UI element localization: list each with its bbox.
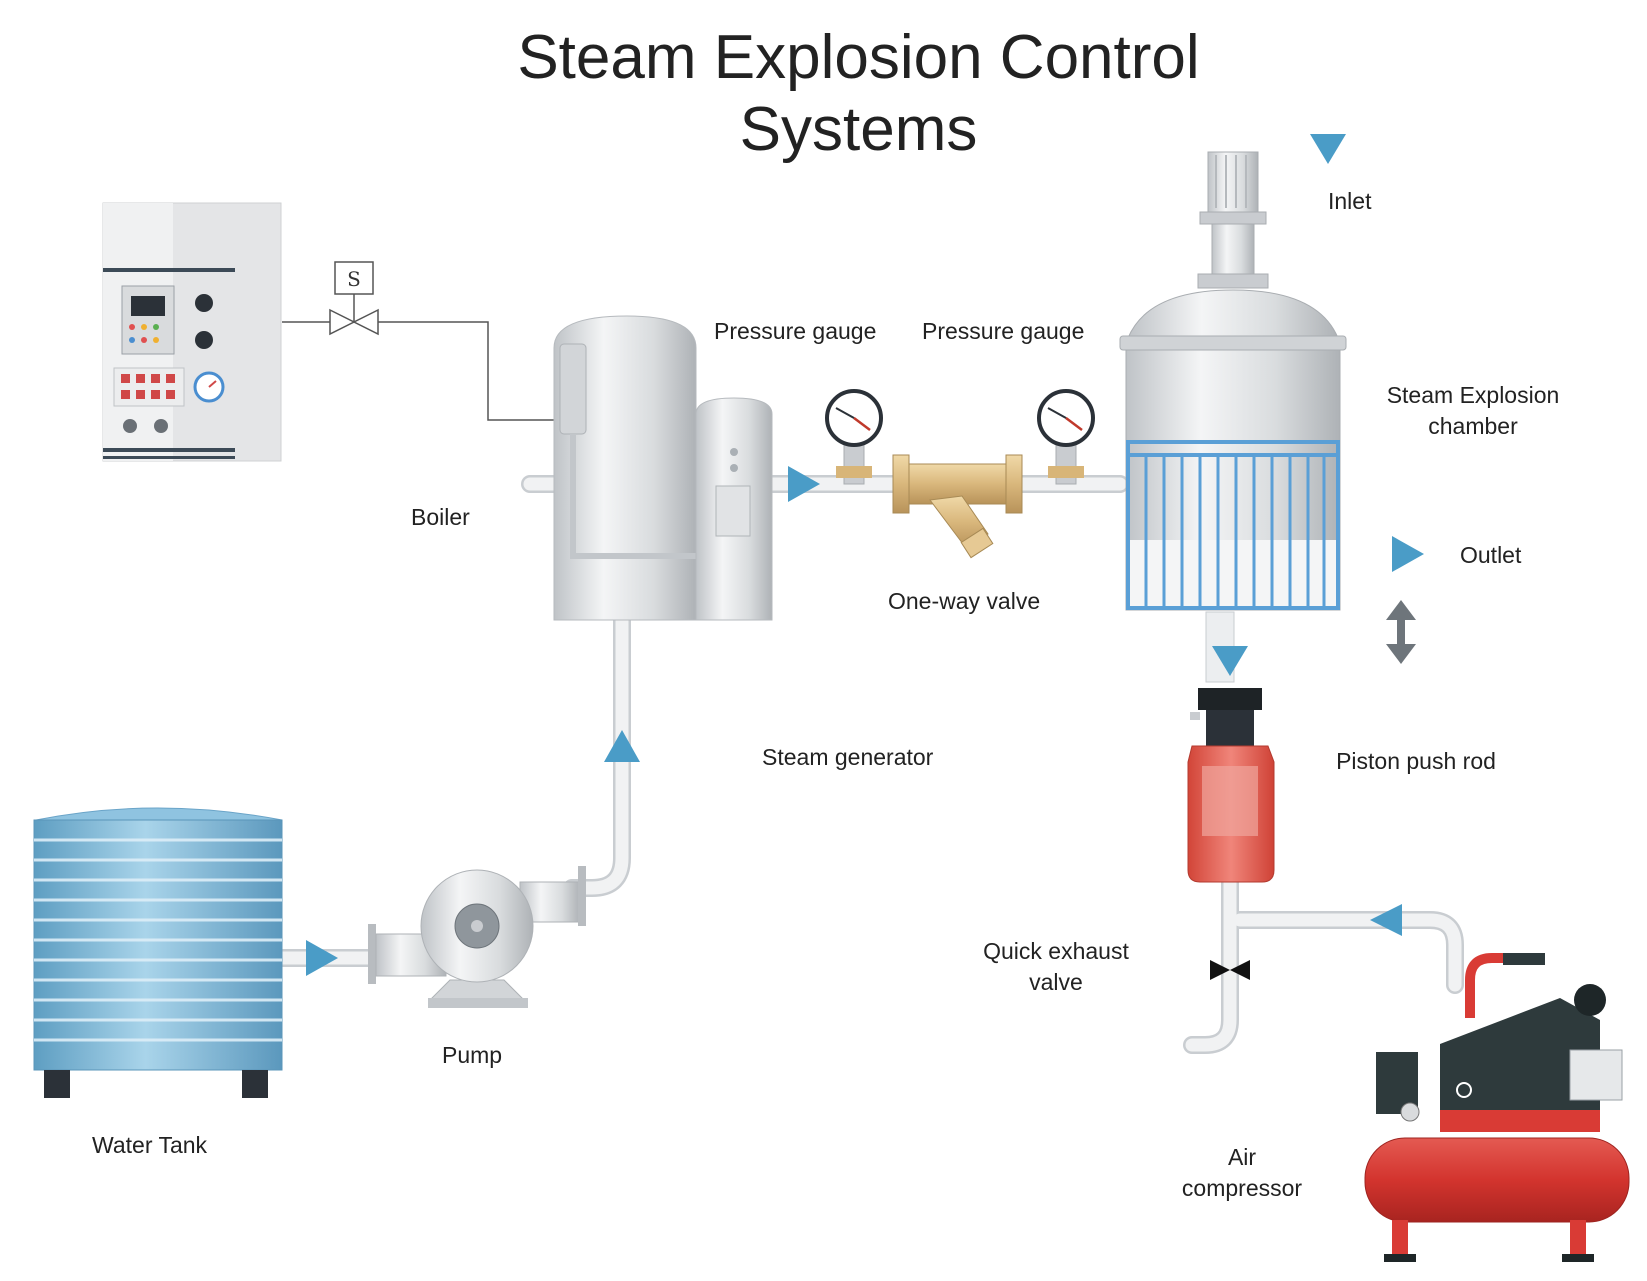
pressure-gauge-right — [1037, 389, 1095, 485]
outlet-arrow — [1392, 536, 1424, 572]
boiler — [553, 315, 773, 621]
label-boiler: Boiler — [411, 504, 470, 530]
control-panel — [102, 202, 282, 462]
one-way-valve — [892, 454, 1023, 559]
label-quick-exhaust-valve: Quick exhaust valve — [983, 938, 1129, 995]
label-one-way-valve: One-way valve — [888, 588, 1041, 614]
piston-push-rod — [1187, 611, 1275, 883]
air-compressor — [1364, 953, 1630, 1262]
signal-line — [282, 321, 555, 421]
steam-explosion-chamber — [1119, 151, 1347, 611]
label-pump: Pump — [442, 1042, 503, 1068]
label-pressure-gauge-left: Pressure gauge — [714, 318, 877, 344]
inlet-arrow — [1310, 134, 1346, 164]
label-water-tank: Water Tank — [92, 1132, 208, 1158]
water-tank — [33, 807, 283, 1098]
pressure-gauge-left — [825, 389, 883, 485]
label-steam-explosion-chamber: Steam Explosion chamber — [1386, 382, 1560, 439]
double-arrow-icon — [1386, 600, 1416, 664]
pump — [368, 866, 586, 1008]
label-air-compressor: Air compressor — [1181, 1144, 1303, 1201]
label-inlet: Inlet — [1328, 188, 1372, 214]
solenoid-letter: S — [347, 267, 361, 291]
label-piston-push-rod: Piston push rod — [1336, 748, 1496, 774]
label-steam-generator: Steam generator — [762, 744, 934, 770]
flow-arrow-chamber-down — [1212, 646, 1248, 676]
quick-exhaust-valve — [1210, 960, 1250, 980]
label-pressure-gauge-right: Pressure gauge — [922, 318, 1085, 344]
flow-arrow-compressor-to-piston — [1370, 904, 1402, 936]
page-title: Steam Explosion Control Systems — [517, 23, 1200, 164]
flow-arrow-boiler-out — [788, 466, 820, 502]
label-outlet: Outlet — [1460, 542, 1522, 568]
flow-arrows — [306, 134, 1424, 976]
flow-arrow-up-to-boiler — [604, 730, 640, 762]
flow-arrow-tank-to-pump — [306, 940, 338, 976]
solenoid-valve: S — [329, 261, 379, 336]
